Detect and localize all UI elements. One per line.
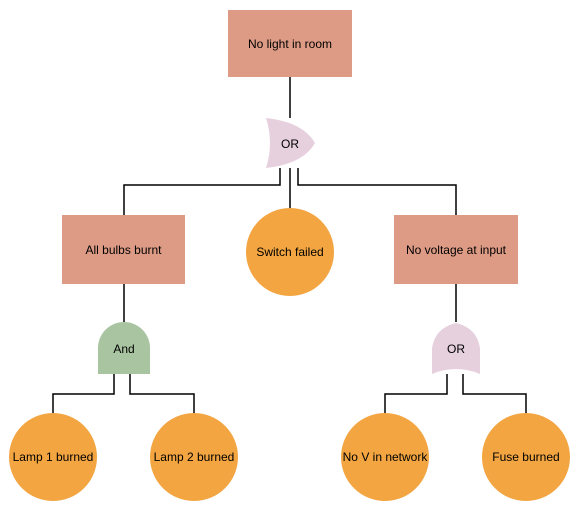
or-gate-top: OR xyxy=(266,118,315,168)
or-gate-top-label: OR xyxy=(281,137,299,151)
basic-event-label-lamp-2-burned: Lamp 2 burned xyxy=(153,450,235,464)
basic-event-fuse-burned: Fuse burned xyxy=(482,413,570,501)
event-label-no-voltage-at-input: No voltage at input xyxy=(405,242,507,257)
basic-event-switch-failed: Switch failed xyxy=(246,208,334,296)
connector-lines xyxy=(52,77,527,413)
top-event-box: No light in room xyxy=(228,10,352,77)
basic-event-label-no-v-in-network: No V in network xyxy=(342,450,428,464)
event-label-all-bulbs-burnt: All bulbs burnt xyxy=(85,242,162,257)
basic-event-label-fuse-burned: Fuse burned xyxy=(492,450,560,464)
and-gate: And xyxy=(98,322,150,374)
basic-event-lamp-2-burned: Lamp 2 burned xyxy=(150,413,238,501)
and-gate-label: And xyxy=(113,342,134,356)
event-box-all-bulbs-burnt: All bulbs burnt xyxy=(62,215,185,284)
top-event-label: No light in room xyxy=(247,36,333,51)
basic-event-no-v-in-network: No V in network xyxy=(341,413,429,501)
basic-event-lamp-1-burned: Lamp 1 burned xyxy=(9,413,97,501)
or-gate-right: OR xyxy=(432,323,480,374)
or-gate-right-label: OR xyxy=(447,342,465,356)
basic-event-label-switch-failed: Switch failed xyxy=(256,245,324,259)
basic-event-label-lamp-1-burned: Lamp 1 burned xyxy=(12,450,94,464)
event-box-no-voltage-at-input: No voltage at input xyxy=(394,215,518,284)
